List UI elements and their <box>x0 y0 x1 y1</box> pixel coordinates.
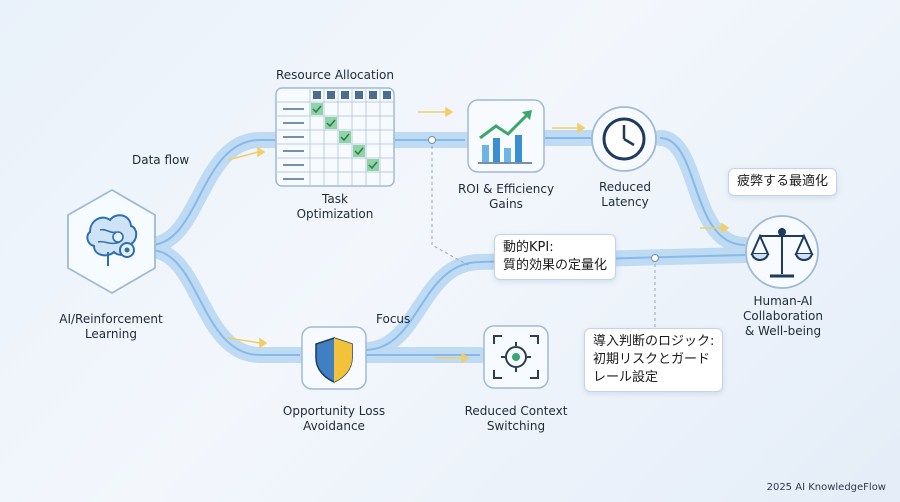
latency-node <box>591 106 657 172</box>
checklist-lines <box>283 108 304 180</box>
human-ai-label: Human-AI Collaboration & Well-being <box>743 294 823 338</box>
growth-chart-icon <box>478 110 532 164</box>
focus-target-icon <box>493 335 539 379</box>
checked-cells <box>311 103 379 171</box>
resource-allocation-node <box>275 87 395 187</box>
brain-gear-icon <box>86 214 138 266</box>
dynamic-kpi-callout: 動的KPI: 質的効果の定量化 <box>494 234 617 280</box>
footer-credit: 2025 AI KnowledgeFlow <box>766 482 886 493</box>
shield-icon <box>315 337 353 383</box>
connector-dot <box>428 136 436 144</box>
grid-checklist-icon <box>276 88 394 186</box>
connector-dot <box>651 254 659 262</box>
context-node <box>483 325 549 389</box>
clock-icon <box>602 117 646 161</box>
reduced-latency-label: Reduced Latency <box>598 180 651 209</box>
ai-learning-node <box>67 188 156 295</box>
focus-label: Focus <box>376 312 411 326</box>
fatigue-callout: 疲弊する最適化 <box>728 168 838 196</box>
data-flow-label: Data flow <box>132 153 190 167</box>
reduced-context-label: Reduced Context Switching <box>464 404 568 433</box>
decision-logic-callout: 導入判断のロジック: 初期リスクとガード レール設定 <box>584 328 724 392</box>
task-optimization-label: Task Optimization <box>296 192 374 221</box>
roi-gains-label: ROI & Efficiency Gains <box>457 182 555 211</box>
balance-scale-icon <box>750 228 814 278</box>
opportunity-node <box>301 326 367 390</box>
ai-learning-label: AI/Reinforcement Learning <box>59 312 163 341</box>
flow-cores <box>149 137 746 356</box>
resource-allocation-label: Resource Allocation <box>275 68 394 82</box>
flow-bands <box>142 130 753 363</box>
human-ai-node <box>745 215 819 289</box>
yellow-arrows <box>227 106 730 364</box>
roi-node <box>467 99 545 173</box>
opportunity-loss-label: Opportunity Loss Avoidance <box>282 404 386 433</box>
